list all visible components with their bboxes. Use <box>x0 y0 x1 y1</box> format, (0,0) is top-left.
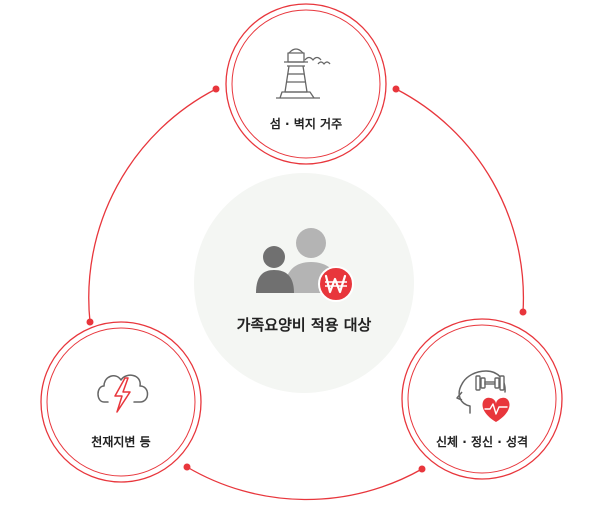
connector-dots <box>86 85 527 473</box>
arc-top-right <box>395 88 525 313</box>
node-right-outer-ring <box>401 318 563 480</box>
dot-top-right-start <box>392 85 400 93</box>
dot-left-top-start <box>86 318 94 326</box>
node-right-label: 신체 · 정신 · 성격 <box>436 434 528 449</box>
lighthouse-icon <box>276 48 331 99</box>
node-top-inner-ring <box>231 9 381 159</box>
dot-right-left-end <box>183 463 191 471</box>
arc-left-top <box>88 88 217 323</box>
arc-right-left <box>186 466 423 501</box>
node-right: 신체 · 정신 · 성격 <box>401 318 563 480</box>
storm-cloud-icon <box>97 374 149 413</box>
center-node: 가족요양비 적용 대상 <box>194 173 414 393</box>
node-right-inner-ring <box>407 324 557 474</box>
dot-top-right-end <box>519 308 527 316</box>
dot-right-left-start <box>418 465 426 473</box>
center-label: 가족요양비 적용 대상 <box>237 316 372 334</box>
connector-arcs <box>88 88 525 501</box>
node-left: 천재지변 등 <box>40 321 202 483</box>
node-left-label: 천재지변 등 <box>91 434 150 449</box>
people-won-icon <box>256 228 354 302</box>
node-left-inner-ring <box>46 327 196 477</box>
dot-left-top-end <box>212 85 220 93</box>
head-dumbbell-heart-icon <box>456 370 510 422</box>
node-top-label: 섬 · 벽지 거주 <box>270 116 342 131</box>
node-top: 섬 · 벽지 거주 <box>225 3 387 165</box>
